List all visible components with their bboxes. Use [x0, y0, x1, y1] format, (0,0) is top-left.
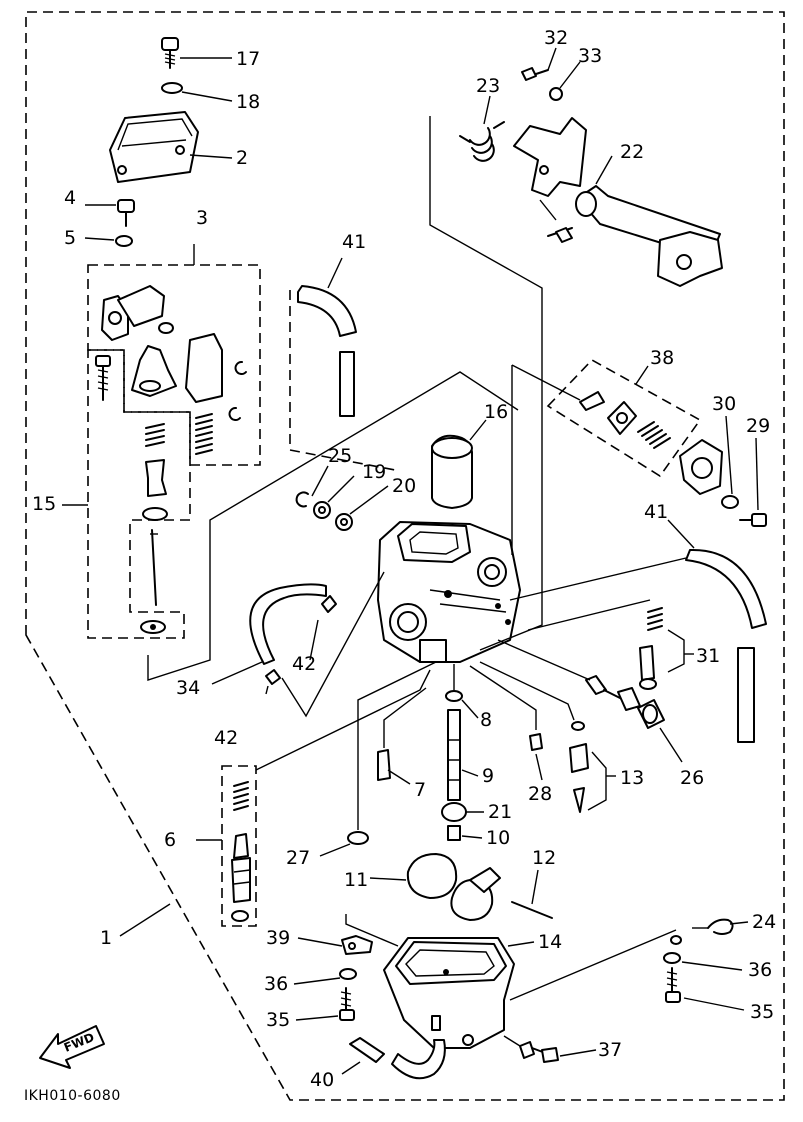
callout-5: 5	[64, 227, 76, 249]
callout-32: 32	[544, 27, 568, 49]
callout-12: 12	[532, 847, 556, 869]
part-18-washer	[161, 82, 233, 102]
callout-34: 34	[176, 677, 200, 699]
part-19-washer	[313, 475, 355, 519]
callout-15: 15	[32, 493, 56, 515]
callout-42-lower: 42	[214, 727, 238, 749]
callout-13: 13	[620, 767, 644, 789]
part-30-housing	[679, 415, 739, 509]
callout-16: 16	[484, 401, 508, 423]
callout-1: 1	[100, 927, 112, 949]
part-12-pin	[511, 869, 553, 919]
callout-39: 39	[266, 927, 290, 949]
part-25-clip	[295, 465, 329, 508]
callout-33: 33	[578, 45, 602, 67]
part-36-washer-left	[293, 968, 357, 985]
part-4-screw	[85, 199, 135, 227]
callout-7: 7	[414, 779, 426, 801]
part-40-drain-hose	[341, 1037, 446, 1080]
part-34-hose	[211, 583, 327, 685]
part-13-float-valve	[479, 661, 616, 813]
callout-3: 3	[196, 207, 208, 229]
carburetor-body	[377, 521, 521, 663]
callout-2: 2	[236, 147, 248, 169]
part-14-float-bowl	[345, 914, 535, 1049]
callout-23: 23	[476, 75, 500, 97]
group-6-box	[196, 669, 431, 927]
part-35-screw-left	[295, 987, 355, 1021]
callout-40: 40	[310, 1069, 334, 1091]
callout-31: 31	[696, 645, 720, 667]
part-27-washer	[319, 661, 437, 857]
part-21-holder	[441, 802, 484, 822]
part-20-ring	[335, 485, 389, 531]
callout-20: 20	[392, 475, 416, 497]
callout-28: 28	[528, 783, 552, 805]
part-41-upper-hose	[289, 257, 396, 471]
part-32-screw	[521, 47, 557, 81]
part-7-jet	[377, 687, 427, 785]
part-2-cover	[109, 111, 233, 183]
callout-9: 9	[482, 765, 494, 787]
callout-14: 14	[538, 931, 562, 953]
part-31-pilot-screw	[639, 607, 694, 690]
callout-25: 25	[328, 445, 352, 467]
callout-38: 38	[650, 347, 674, 369]
callout-36-left: 36	[264, 973, 288, 995]
part-41-lower-hose	[667, 519, 767, 743]
callout-24: 24	[752, 911, 776, 933]
part-26-screw	[585, 675, 683, 763]
callout-19: 19	[362, 461, 386, 483]
part-16-slide	[431, 419, 487, 509]
drawing-code: IKH010-6080	[24, 1088, 121, 1104]
group-3-spring	[195, 413, 213, 455]
part-28-plug	[469, 665, 543, 781]
callout-30: 30	[712, 393, 736, 415]
part-22-throttle-assembly	[513, 117, 723, 287]
callout-22: 22	[620, 141, 644, 163]
callout-21: 21	[488, 801, 512, 823]
part-5-washer	[84, 235, 133, 247]
callout-10: 10	[486, 827, 510, 849]
assembly-boundary	[25, 11, 785, 1101]
part-23-spring	[459, 95, 505, 162]
part-36-washer-right	[663, 952, 743, 971]
part-37-drain-screw	[503, 1035, 597, 1063]
callout-41-right: 41	[644, 501, 668, 523]
callout-42-upper: 42	[292, 653, 316, 675]
part-42-clamp-upper	[309, 595, 337, 661]
fwd-arrow-icon: FWD	[39, 1025, 105, 1069]
callout-26: 26	[680, 767, 704, 789]
part-9-needle-jet	[447, 709, 479, 801]
part-33-nut	[549, 61, 581, 101]
callout-36-right: 36	[748, 959, 772, 981]
part-24-hose-clip	[670, 918, 749, 945]
callout-17: 17	[236, 48, 260, 70]
part-35-screw-right	[665, 967, 745, 1011]
part-11-float	[369, 853, 501, 921]
part-39-bracket	[297, 935, 373, 955]
callout-35-left: 35	[266, 1009, 290, 1031]
group-38-box	[511, 359, 702, 478]
callout-29: 29	[746, 415, 770, 437]
part-17-screw	[161, 37, 232, 69]
part-10-main-jet	[447, 825, 483, 841]
callout-35-right: 35	[750, 1001, 774, 1023]
callout-18: 18	[236, 91, 260, 113]
part-8-oring	[445, 690, 479, 719]
part-29-screw	[739, 437, 767, 527]
callout-27: 27	[286, 847, 310, 869]
callout-11: 11	[344, 869, 368, 891]
group-3-box	[87, 244, 261, 466]
part-42-clamp-lower	[265, 669, 281, 695]
callout-6: 6	[164, 829, 176, 851]
callout-41-top: 41	[342, 231, 366, 253]
callout-8: 8	[480, 709, 492, 731]
callout-37: 37	[598, 1039, 622, 1061]
group-15-box	[62, 349, 191, 639]
callout-4: 4	[64, 187, 76, 209]
